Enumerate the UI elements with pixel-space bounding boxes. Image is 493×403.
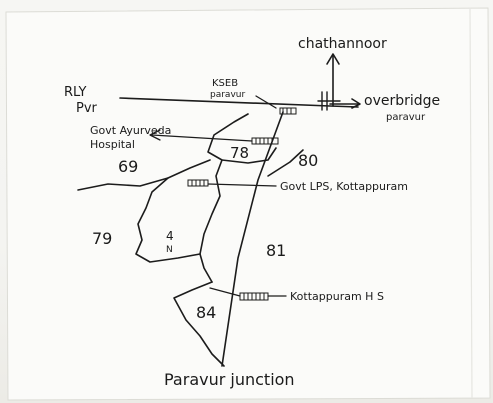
ward-4-sub: N	[166, 245, 173, 255]
hospital-building-icon	[251, 137, 279, 145]
ward-81: 81	[266, 241, 286, 260]
ward-84-boundary	[173, 281, 225, 367]
hs-pointer	[209, 287, 287, 297]
ward-4-boundary	[199, 159, 223, 283]
railway-road	[119, 97, 359, 108]
ward-79-boundary	[135, 177, 201, 263]
paper-fold	[469, 7, 473, 399]
hospital-arrow-icon	[149, 129, 161, 141]
paper-sheet	[5, 7, 491, 401]
label-chathannoor: chathannoor	[298, 36, 387, 52]
label-kseb: KSEB	[212, 78, 238, 89]
bridge-symbol-icon	[317, 91, 341, 111]
main-road-to-junction	[221, 111, 284, 367]
ward-79: 79	[92, 229, 112, 248]
label-hospital: Hospital	[90, 138, 135, 151]
kseb-pointer	[255, 95, 277, 109]
lps-pointer	[207, 183, 277, 187]
label-overbridge: overbridge	[364, 93, 440, 109]
ward-80: 80	[298, 151, 318, 170]
chathannoor-arrow-icon	[326, 53, 340, 65]
kseb-building-icon	[279, 107, 297, 115]
lps-building-icon	[187, 179, 209, 187]
ward-78: 78	[230, 144, 249, 162]
label-paravur-right: paravur	[386, 112, 426, 123]
label-paravur-junction: Paravur junction	[164, 370, 295, 389]
label-govt-ayurveda: Govt Ayurveda	[90, 124, 171, 137]
ward-69: 69	[118, 157, 138, 176]
ward-80-boundary	[267, 149, 304, 177]
label-kottappuram-hs: Kottappuram H S	[290, 290, 384, 303]
label-pvr: Pvr	[76, 101, 98, 116]
label-rly: RLY	[64, 85, 87, 100]
label-kseb-paravur: paravur	[210, 90, 245, 100]
overbridge-arrow-icon	[351, 98, 361, 109]
ward-69-boundary	[77, 159, 211, 191]
ward-84: 84	[196, 303, 216, 322]
ward-78-boundary	[207, 113, 277, 164]
label-govt-lps: Govt LPS, Kottappuram	[280, 180, 408, 193]
ward-4: 4	[166, 229, 174, 243]
hospital-pointer	[151, 134, 253, 142]
